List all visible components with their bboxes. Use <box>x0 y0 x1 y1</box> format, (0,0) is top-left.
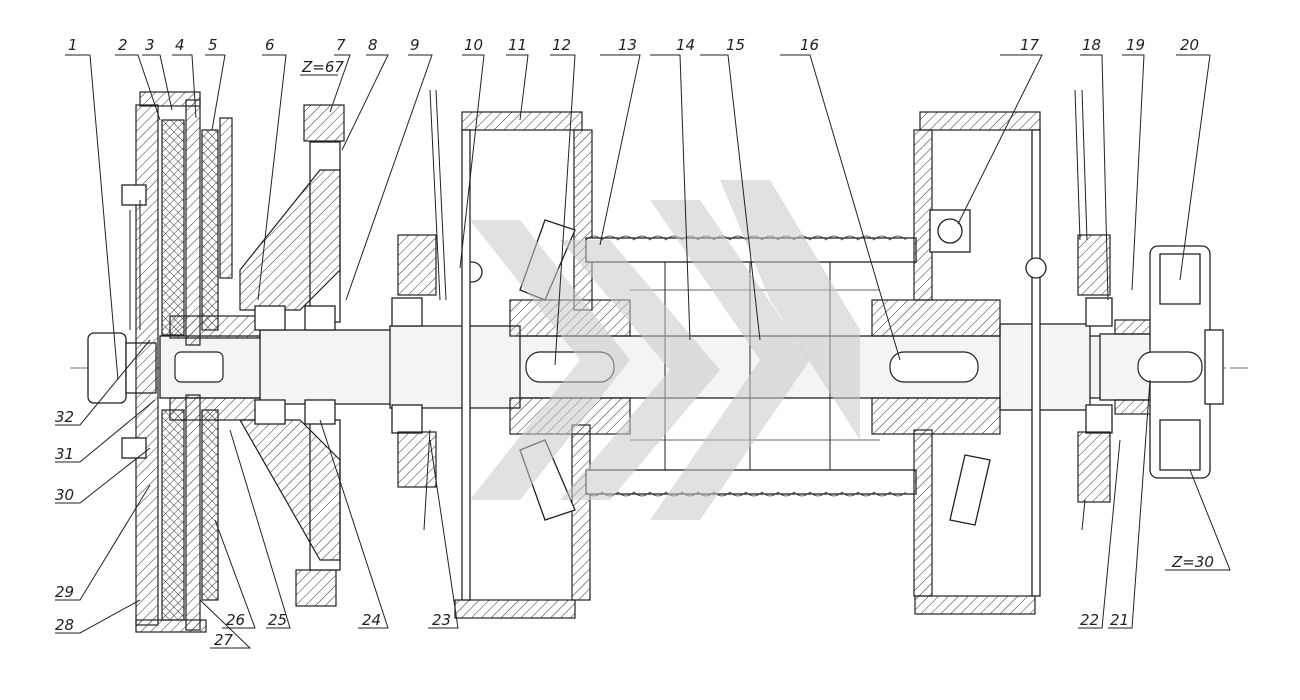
wheel-right <box>871 111 1047 615</box>
label-12: 12 <box>552 36 571 54</box>
label-14: 14 <box>676 36 695 54</box>
label-2: 2 <box>118 36 128 54</box>
watermark-logo <box>470 180 860 520</box>
label-22: 22 <box>1080 611 1099 629</box>
label-25: 25 <box>268 611 287 629</box>
label-17: 17 <box>1020 36 1040 54</box>
label-7: 7 <box>336 36 346 54</box>
label-23: 23 <box>432 611 451 629</box>
label-6: 6 <box>265 36 275 54</box>
label-10: 10 <box>464 36 483 54</box>
label-8: 8 <box>368 36 378 54</box>
label-11: 11 <box>508 36 527 54</box>
label-24: 24 <box>362 611 381 629</box>
label-21: 21 <box>1110 611 1129 629</box>
label-19: 19 <box>1126 36 1145 54</box>
label-30: 30 <box>55 486 74 504</box>
label-27: 27 <box>214 631 234 649</box>
gear-left <box>238 104 345 607</box>
right-bearing-sprocket <box>1074 89 1224 531</box>
bearing-housing-left <box>391 89 483 531</box>
label-32: 32 <box>55 408 74 426</box>
label-5: 5 <box>208 36 218 54</box>
label-29: 29 <box>55 583 74 601</box>
z-annotation-top: Z=67 <box>301 58 344 76</box>
label-20: 20 <box>1180 36 1199 54</box>
clutch-assembly <box>87 91 261 633</box>
label-26: 26 <box>226 611 245 629</box>
label-18: 18 <box>1082 36 1101 54</box>
label-16: 16 <box>800 36 819 54</box>
label-1: 1 <box>68 36 78 54</box>
z-annotation-bottom: Z=30 <box>1171 553 1214 571</box>
labels-bottom: 27 26 25 24 23 22 21 Z=30 <box>214 553 1214 649</box>
label-31: 31 <box>55 445 74 463</box>
label-28: 28 <box>55 616 74 634</box>
leader-lines <box>55 54 1231 649</box>
labels-top: 1 2 3 4 5 6 7 8 9 10 11 12 13 14 15 16 1… <box>68 36 1199 76</box>
label-9: 9 <box>410 36 420 54</box>
labels-left: 32 31 30 29 28 <box>55 408 74 634</box>
label-3: 3 <box>145 36 155 54</box>
label-15: 15 <box>726 36 745 54</box>
label-13: 13 <box>618 36 637 54</box>
label-4: 4 <box>175 36 185 54</box>
